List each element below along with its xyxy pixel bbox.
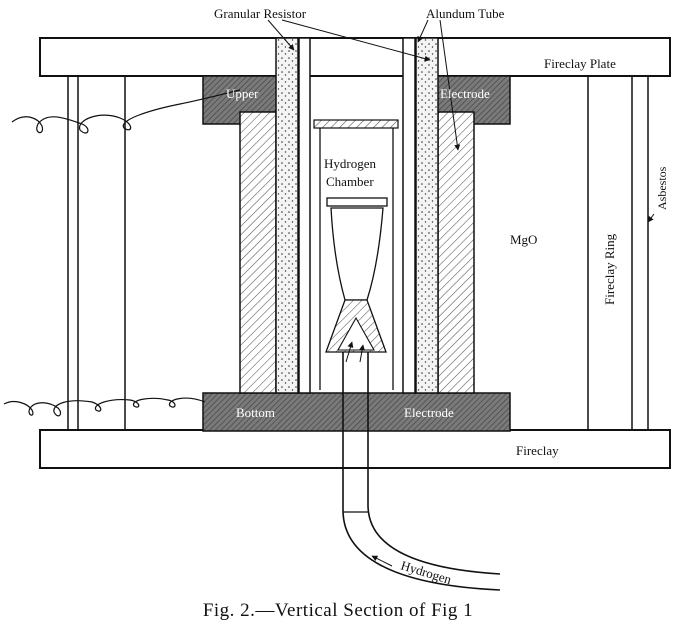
hydrogen-pipe-inner: [367, 352, 501, 575]
crucible-lid: [326, 197, 388, 207]
right-alundum-tube: [402, 37, 416, 394]
label-asbestos: Asbestos: [655, 166, 669, 210]
upper-wire-coil: [11, 89, 241, 134]
left-granular-resistor: [275, 37, 299, 394]
left-alundum-tube: [298, 37, 311, 394]
label-hydrogen: Hydrogen: [324, 156, 376, 171]
alundum-tube-leader-2: [439, 19, 461, 151]
bottom-electrode: [202, 392, 511, 432]
fireclay-base: [39, 429, 671, 469]
hydrogen-pipe-outer: [342, 352, 501, 591]
label-fireclay-plate: Fireclay Plate: [544, 56, 616, 71]
left-hatched-wall: [239, 111, 277, 394]
alundum-tube-leader: [417, 19, 429, 43]
fireclay-plate: [39, 37, 671, 77]
right-hatched-wall: [437, 111, 475, 394]
label-granular-resistor: Granular Resistor: [214, 6, 307, 21]
label-chamber: Chamber: [326, 174, 374, 189]
label-electrode-bottom: Electrode: [404, 405, 454, 420]
crucible-upper: [330, 207, 384, 301]
crucible-inner-cone: [337, 316, 375, 351]
right-granular-resistor: [415, 37, 439, 394]
figure-caption: Fig. 2.—Vertical Section of Fig 1: [202, 600, 474, 621]
label-upper: Upper: [226, 86, 259, 101]
label-bottom: Bottom: [236, 405, 275, 420]
label-alundum-tube: Alundum Tube: [426, 6, 505, 21]
chamber-cap: [313, 119, 399, 129]
label-fireclay-ring: Fireclay Ring: [602, 233, 617, 305]
flow-arrow-2: [359, 344, 366, 363]
label-electrode-upper: Electrode: [440, 86, 490, 101]
label-mgo: MgO: [510, 232, 537, 247]
lower-wire-coil: [3, 397, 206, 417]
granular-resistor-leader-2: [281, 19, 431, 62]
flow-arrow-inlet: [371, 555, 393, 567]
label-fireclay: Fireclay: [516, 443, 559, 458]
flow-arrow-1: [345, 341, 354, 363]
asbestos-leader: [647, 213, 655, 223]
granular-resistor-leader: [267, 19, 295, 51]
